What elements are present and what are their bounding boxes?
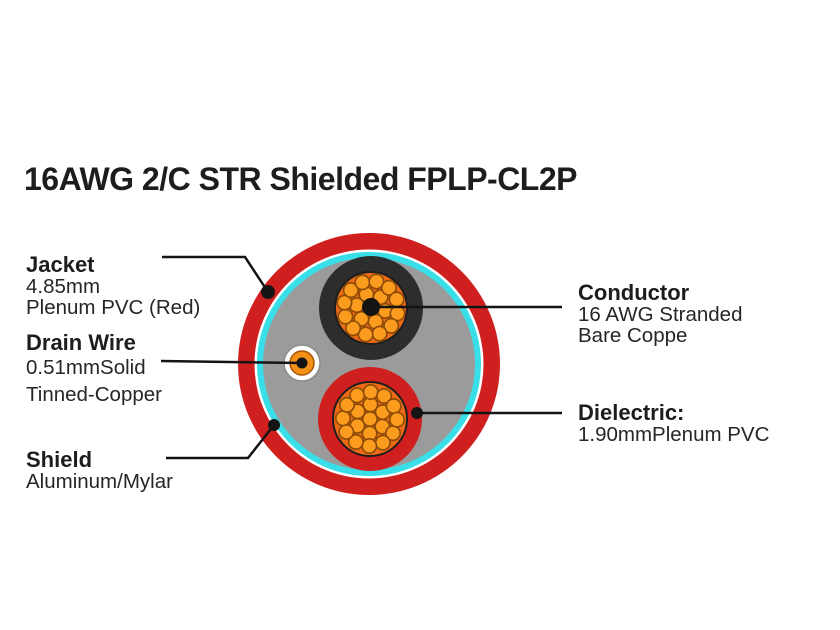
drain-wire-label: Drain Wire 0.51mmSolid Tinned-Copper xyxy=(26,332,162,408)
wire-strand xyxy=(334,410,351,427)
wire-strand xyxy=(388,291,405,308)
wire-strand xyxy=(374,434,391,451)
drain-wire-size: 0.51mmSolid xyxy=(26,356,146,379)
wire-strand xyxy=(385,398,402,415)
shield-material: Aluminum/Mylar xyxy=(26,470,173,493)
wire-strand xyxy=(347,433,364,450)
wire-strand xyxy=(361,437,378,454)
conductor-label: Conductor 16 AWG Stranded Bare Coppe xyxy=(578,280,743,347)
wire-strand xyxy=(376,387,393,404)
wire-strand xyxy=(354,274,371,291)
shield-callout-dot xyxy=(268,419,280,431)
jacket-label: Jacket 4.85mm Plenum PVC (Red) xyxy=(26,252,201,319)
shield-leader-line xyxy=(166,424,275,460)
cable-cross-section xyxy=(238,233,500,495)
drain-wire-callout-dot xyxy=(296,357,308,369)
wire-strand xyxy=(349,387,366,404)
wire-strand xyxy=(337,308,354,325)
shield-heading: Shield xyxy=(26,447,93,472)
dielectric-label: Dielectric: 1.90mmPlenum PVC xyxy=(578,400,770,446)
jacket-callout-dot xyxy=(261,285,275,299)
page-title: 16AWG 2/C STR Shielded FPLP-CL2P xyxy=(24,161,577,197)
jacket-size: 4.85mm xyxy=(26,275,101,298)
wire-strand xyxy=(380,279,397,296)
drain-wire-material: Tinned-Copper xyxy=(26,383,162,406)
conductor-bottom-strands xyxy=(334,383,405,454)
conductor-heading: Conductor xyxy=(578,280,690,305)
jacket-material: Plenum PVC (Red) xyxy=(26,296,201,319)
wire-strand xyxy=(342,282,359,299)
jacket-leader-line xyxy=(162,255,270,293)
wire-strand xyxy=(371,325,388,342)
wire-strand xyxy=(338,423,355,440)
shield-label: Shield Aluminum/Mylar xyxy=(26,447,173,493)
jacket-heading: Jacket xyxy=(26,252,95,277)
dielectric-callout-dot xyxy=(411,407,423,419)
conductor-callout-dot xyxy=(362,298,380,316)
conductor-gauge: 16 AWG Stranded xyxy=(578,303,743,326)
wire-strand xyxy=(336,294,353,311)
wire-strand xyxy=(338,396,355,413)
wire-strand xyxy=(362,383,379,400)
wire-strand xyxy=(357,326,374,343)
dielectric-spec: 1.90mmPlenum PVC xyxy=(578,423,770,446)
conductor-material: Bare Coppe xyxy=(578,324,688,347)
wire-strand xyxy=(345,320,362,337)
wire-strand xyxy=(383,317,400,334)
wire-strand xyxy=(388,411,405,428)
callouts xyxy=(160,255,562,460)
drain-wire-heading: Drain Wire xyxy=(26,330,136,355)
wire-strand xyxy=(368,273,385,290)
drain-wire-leader-line xyxy=(160,359,303,365)
dielectric-heading: Dielectric: xyxy=(578,400,685,425)
